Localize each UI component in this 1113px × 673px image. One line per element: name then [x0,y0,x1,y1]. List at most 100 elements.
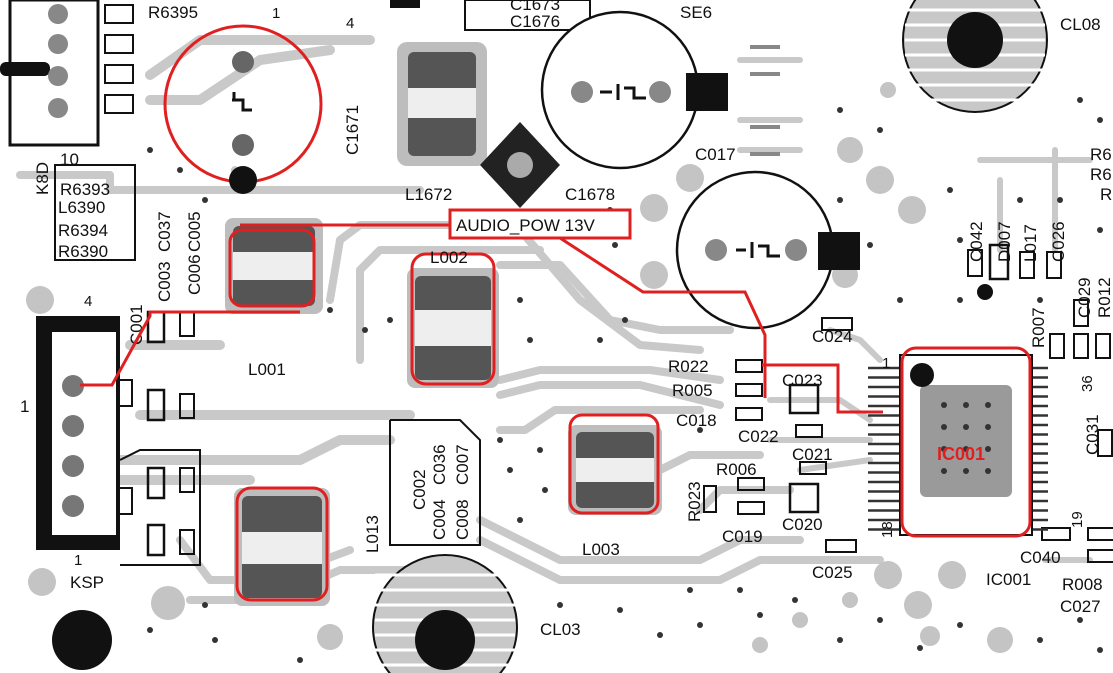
cap-group-box [389,419,481,546]
label-r6-b: R6 [1090,165,1112,184]
label-c040: C040 [1020,548,1061,567]
via-dot [697,427,703,433]
label-l1672: L1672 [405,185,452,204]
via-dot [1097,117,1103,123]
via-dot [657,632,663,638]
label-c019: C019 [722,527,763,546]
via-dot [867,242,873,248]
dot-field [147,97,1103,663]
via-dot [527,337,533,343]
label-l001: L001 [248,360,286,379]
via-dot [897,297,903,303]
c1671-capacitor [163,24,323,194]
label-c007: C007 [453,444,472,485]
via-dot [202,197,208,203]
via-dot [917,645,923,651]
via-dot [1037,297,1043,303]
label-c005: C005 [185,211,204,252]
label-c1676: C1676 [510,12,560,31]
label-r012: R012 [1095,277,1113,318]
via-dot [757,612,763,618]
via-dot [957,297,963,303]
label-r6394: R6394 [58,221,108,240]
via-dot [877,127,883,133]
via-dot [837,197,843,203]
via-dot [327,307,333,313]
via-dot [1077,97,1083,103]
label-ic-pin18: 18 [879,521,896,538]
l013-inductor [234,486,330,606]
se6-capacitor [540,10,728,170]
label-pin4-top: 4 [346,15,354,32]
label-pin1-top: 1 [272,5,280,22]
via-dot [297,657,303,663]
label-c008: C008 [453,499,472,540]
pads-right-cluster [967,243,1111,359]
l001-inductor [225,218,323,314]
via-dot [947,187,953,193]
label-r007: R007 [1029,307,1048,348]
via-dot [597,337,603,343]
via-dot [517,517,523,523]
label-c029: C029 [1075,277,1094,318]
ic-highlight-label: IC001 [937,444,985,464]
via-dot [147,147,153,153]
label-c042: C042 [967,221,986,262]
label-ksp-pin4: 4 [84,293,92,310]
smd-components-mid [703,317,1113,563]
label-ic001-silk: IC001 [986,570,1031,589]
pads-c017 [750,45,780,156]
via-dot [362,327,368,333]
via-dot [687,587,693,593]
label-c023: C023 [782,371,823,390]
via-dot [542,487,548,493]
via-dot [622,317,628,323]
via-dot [212,637,218,643]
via-dot [147,627,153,633]
label-r006: R006 [716,460,757,479]
electrolytic-capacitor-2 [675,170,860,330]
label-l017: L017 [1021,224,1040,262]
via-dot [1097,647,1103,653]
via-dot [202,602,208,608]
top-partial-box [390,0,591,31]
label-c018: C018 [676,411,717,430]
label-c037: C037 [155,211,174,252]
label-c006: C006 [185,254,204,295]
label-c1678: C1678 [565,185,615,204]
label-c021: C021 [792,445,833,464]
via-dot [697,622,703,628]
label-l013: L013 [363,515,382,553]
label-c036: C036 [430,444,449,485]
label-r022: R022 [668,357,709,376]
label-k8d-pin10: 10 [60,150,79,169]
label-l002: L002 [430,248,468,267]
label-c022: C022 [738,427,779,446]
via-dot [612,242,618,248]
via-dot [737,587,743,593]
via-dot [537,447,543,453]
via-dot [557,602,563,608]
label-r6393: R6393 [60,180,110,199]
via-dot [792,597,798,603]
label-c024: C024 [812,327,853,346]
cl03-capacitor [372,554,518,673]
label-cl03: CL03 [540,620,581,639]
label-k8d: K8D [33,162,52,195]
via-dot [617,607,623,613]
label-c1671: C1671 [343,105,362,155]
label-c027: C027 [1060,597,1101,616]
label-ic-pin1: 1 [882,355,890,372]
label-ksp-pin1: 1 [74,552,82,569]
l003-inductor [568,413,662,515]
label-big-1: 1 [20,397,29,416]
label-c017: C017 [695,145,736,164]
l1672-inductor [397,42,487,166]
via-dot [877,617,883,623]
via-dot [1077,617,1083,623]
label-d007: D007 [995,221,1014,262]
ksp-connector [36,310,201,670]
label-c1673: C1673 [510,0,560,14]
cl08-capacitor [902,0,1048,113]
